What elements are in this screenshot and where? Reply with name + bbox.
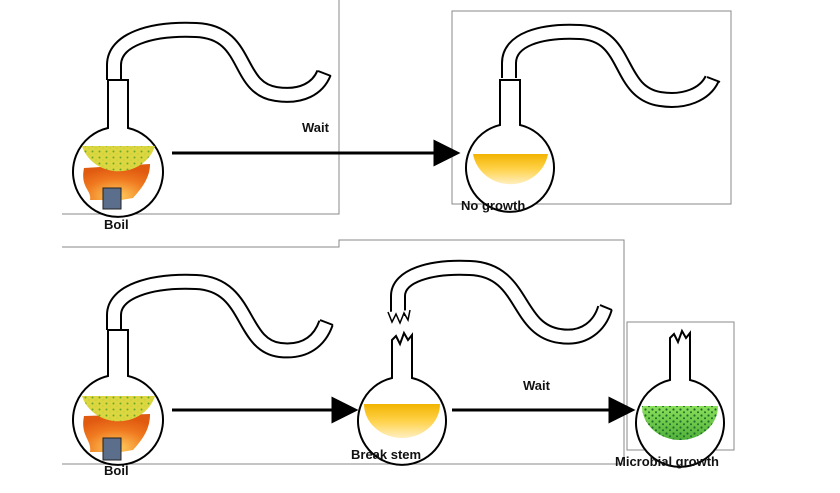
break-stem-label: Break stem <box>351 447 422 462</box>
sterile-broth <box>364 404 440 438</box>
tube-cap <box>319 319 334 326</box>
tube-cap <box>317 70 332 77</box>
tube-cap <box>599 304 613 311</box>
flask-body <box>357 330 447 466</box>
wait-label-top: Wait <box>302 120 329 135</box>
no-growth-flask <box>465 23 721 213</box>
microbial-growth-label: Microbial growth <box>615 454 719 469</box>
microbe-dots <box>642 406 718 440</box>
flame <box>83 414 150 452</box>
bottom-frame <box>62 239 625 465</box>
broth-bubbles <box>82 396 155 422</box>
boiling-flask-bottom <box>72 273 334 466</box>
sterile-broth <box>473 154 548 185</box>
top-left-frame <box>62 0 340 215</box>
bunsen-burner <box>102 437 122 461</box>
boil-label-top: Boil <box>104 217 129 232</box>
no-growth-frame <box>451 10 732 205</box>
wait-label-bottom: Wait <box>523 378 550 393</box>
flask-body <box>465 79 555 213</box>
no-growth-label: No growth <box>461 198 526 213</box>
boiling-flask-top <box>72 21 332 218</box>
tube-cap <box>706 76 721 83</box>
flask-body <box>635 328 725 468</box>
bunsen-burner <box>102 187 122 210</box>
flame <box>83 164 150 200</box>
broth-bubbles <box>82 146 155 172</box>
microbial-growth-flask <box>635 328 725 468</box>
broken-edge-top <box>387 309 411 325</box>
broken-stem-flask <box>357 259 613 466</box>
boil-label-bottom: Boil <box>104 463 129 478</box>
